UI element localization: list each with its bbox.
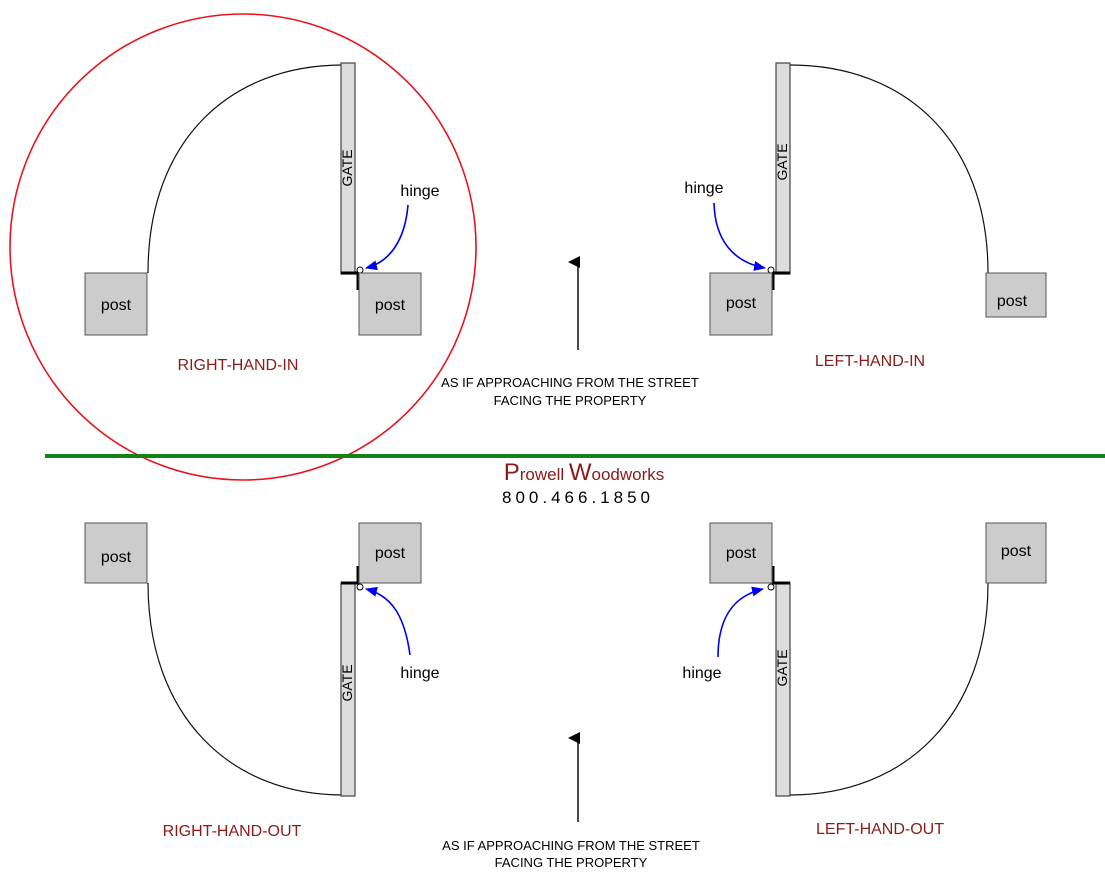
company-name: Prowell Woodworks (504, 459, 665, 486)
company-phone: 800.466.1850 (502, 488, 654, 507)
lhi-hinge-label: hinge (684, 180, 723, 197)
rho-swing-arc (147, 582, 344, 796)
top-approach-line2: FACING THE PROPERTY (494, 393, 647, 408)
rho-post-left (84, 522, 148, 584)
lho-post-left (709, 522, 773, 584)
rho-hinge-bracket (341, 566, 360, 585)
rhi-post-right-label: post (375, 297, 406, 314)
lhi-hinge-pin (767, 266, 775, 274)
lho-post-right (985, 522, 1047, 584)
rhi-group: GATE post post hinge RIGHT-HAND-IN (84, 62, 440, 374)
lhi-post-left (709, 272, 773, 336)
rho-post-right-label: post (375, 545, 406, 562)
lho-hinge-pin (767, 583, 775, 591)
rhi-swing-arc (147, 64, 344, 274)
lhi-hinge-bracket (771, 271, 790, 290)
lho-swing-arc (789, 582, 989, 796)
lho-post-left-label: post (726, 545, 757, 562)
rhi-hinge-label: hinge (400, 183, 439, 200)
top-approach-line1: AS IF APPROACHING FROM THE STREET (441, 375, 699, 390)
rhi-post-left (84, 272, 148, 336)
lho-gate-label: GATE (774, 649, 790, 686)
company-rest-2: oodworks (592, 465, 665, 484)
company-initial-1: P (504, 459, 520, 486)
lhi-swing-arc (789, 64, 989, 274)
rho-post-left-label: post (101, 549, 132, 566)
rhi-gate-label: GATE (339, 149, 355, 186)
rho-hinge-pin (356, 583, 364, 591)
lhi-post-right-label: post (997, 293, 1028, 310)
rhi-post-left-label: post (101, 297, 132, 314)
rho-gate-label: GATE (339, 664, 355, 701)
lhi-title: LEFT-HAND-IN (815, 353, 925, 370)
bottom-approach-line2: FACING THE PROPERTY (495, 855, 648, 870)
lhi-post-left-label: post (726, 295, 757, 312)
rhi-title: RIGHT-HAND-IN (178, 357, 299, 374)
lho-hinge-label: hinge (682, 665, 721, 682)
lhi-gate-label: GATE (774, 143, 790, 180)
lho-hinge-bracket (771, 566, 790, 585)
lhi-hinge-arrow (713, 202, 766, 271)
highlight-circle (9, 13, 477, 481)
lho-hinge-arrow (717, 586, 764, 658)
rho-hinge-arrow (365, 586, 411, 656)
rho-post-right (358, 522, 422, 584)
lhi-group: GATE post post hinge LEFT-HAND-IN (684, 62, 1047, 370)
rhi-hinge-arrow (365, 204, 409, 271)
lho-gate-panel (775, 582, 791, 797)
lho-group: GATE post post hinge LEFT-HAND-OUT (682, 522, 1047, 838)
rhi-hinge-pin (356, 266, 364, 274)
company-initial-2: W (569, 459, 592, 486)
rhi-post-right (358, 272, 422, 336)
lhi-post-right (985, 272, 1047, 318)
rho-hinge-label: hinge (400, 665, 439, 682)
company-rest-1: rowell (520, 465, 564, 484)
lho-title: LEFT-HAND-OUT (816, 821, 944, 838)
rhi-hinge-bracket (341, 271, 360, 290)
rho-group: GATE post post hinge RIGHT-HAND-OUT (84, 522, 440, 840)
bottom-approach-line1: AS IF APPROACHING FROM THE STREET (442, 838, 700, 853)
lho-post-right-label: post (1001, 543, 1032, 560)
rho-title: RIGHT-HAND-OUT (163, 823, 302, 840)
